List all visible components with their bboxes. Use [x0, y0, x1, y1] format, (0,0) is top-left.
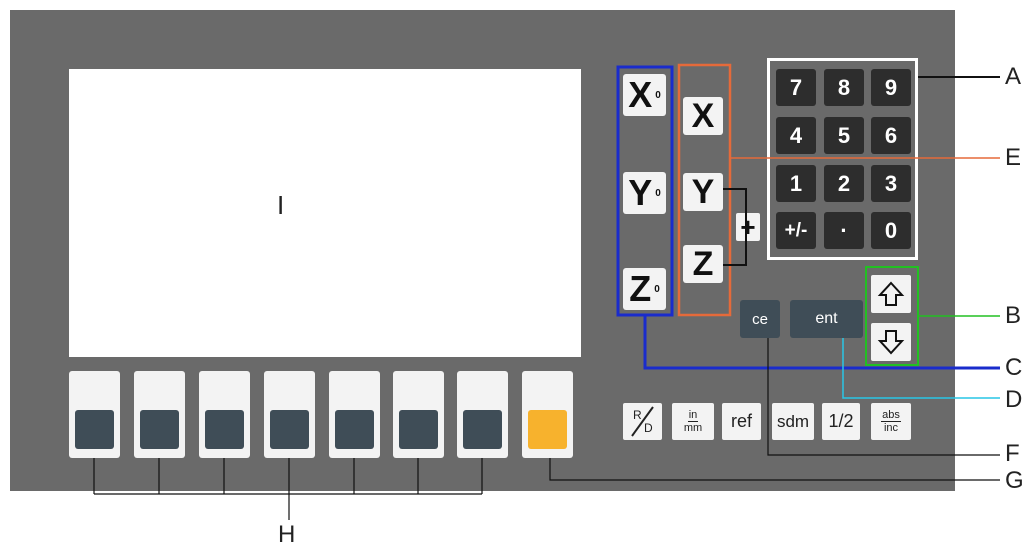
num-key-9[interactable]: 9: [871, 69, 911, 106]
num-key-8[interactable]: 8: [824, 69, 864, 106]
num-key-7[interactable]: 7: [776, 69, 816, 106]
inmm-bottom: mm: [683, 422, 703, 434]
zero-key-axis: Z: [629, 268, 652, 309]
axis-y-button[interactable]: Y: [683, 173, 723, 211]
num-key-1[interactable]: 1: [776, 165, 816, 202]
half-button[interactable]: 1/2: [822, 403, 860, 440]
leader-f: [767, 338, 1000, 456]
leader-c: [643, 315, 1000, 370]
arrow-down-button[interactable]: [871, 323, 911, 361]
soft-key-6[interactable]: [393, 371, 444, 458]
soft-key-5[interactable]: [329, 371, 380, 458]
callout-a: A: [1005, 63, 1022, 90]
soft-key-enter[interactable]: [522, 371, 573, 458]
callout-c: C: [1005, 354, 1023, 381]
abs-inc-button[interactable]: abs inc: [871, 403, 911, 440]
inmm-top: in: [687, 409, 699, 422]
down-arrow-icon: [877, 330, 905, 355]
soft-key-face: [205, 410, 244, 449]
slash-icon: [631, 406, 654, 437]
enter-button[interactable]: ent: [790, 300, 863, 338]
callout-g: G: [1005, 467, 1024, 494]
soft-key-2[interactable]: [134, 371, 185, 458]
soft-key-7[interactable]: [457, 371, 508, 458]
num-key-0[interactable]: 0: [871, 212, 911, 249]
num-key-5[interactable]: 5: [824, 117, 864, 154]
clear-entry-button[interactable]: ce: [740, 300, 780, 338]
sdm-button[interactable]: sdm: [772, 403, 814, 440]
inmm-fraction: in mm: [684, 409, 702, 434]
radius-diameter-button[interactable]: R D: [623, 403, 662, 440]
up-arrow-icon: [877, 281, 905, 306]
soft-key-face: [399, 410, 438, 449]
num-key-6[interactable]: 6: [871, 117, 911, 154]
rd-bottom: D: [644, 421, 653, 435]
soft-key-4[interactable]: [264, 371, 315, 458]
absinc-top: abs: [881, 409, 901, 422]
leader-d: [842, 338, 1000, 399]
axis-z-button[interactable]: Z: [683, 245, 723, 283]
callout-b: B: [1005, 302, 1022, 329]
axis-x-button[interactable]: X: [683, 97, 723, 135]
soft-key-face: [140, 410, 179, 449]
soft-key-3[interactable]: [199, 371, 250, 458]
arrow-keys-frame: [865, 266, 919, 366]
callout-d: D: [1005, 386, 1023, 413]
num-key-plus-minus[interactable]: +/-: [776, 212, 816, 249]
callout-e: E: [1005, 144, 1022, 171]
inch-mm-button[interactable]: in mm: [672, 403, 714, 440]
absinc-bottom: inc: [883, 422, 899, 434]
zero-key-axis: Y: [628, 172, 653, 213]
soft-key-face: [75, 410, 114, 449]
soft-key-1[interactable]: [69, 371, 120, 458]
soft-key-face: [270, 410, 309, 449]
rd-top: R: [633, 408, 642, 422]
soft-key-face: [463, 410, 502, 449]
num-key-decimal[interactable]: ·: [824, 212, 864, 249]
axis-keys-frame: [677, 63, 732, 317]
arrow-up-button[interactable]: [871, 275, 911, 313]
leader-g: [549, 458, 1000, 481]
leader-h: [93, 458, 483, 520]
ref-button[interactable]: ref: [722, 403, 761, 440]
screen-label: I: [277, 190, 285, 220]
callout-f: F: [1005, 440, 1020, 467]
callout-h: H: [278, 521, 296, 548]
zero-keys-frame: [616, 65, 674, 317]
num-key-2[interactable]: 2: [824, 165, 864, 202]
num-key-4[interactable]: 4: [776, 117, 816, 154]
axis-sum-button[interactable]: +: [736, 213, 760, 241]
num-key-3[interactable]: 3: [871, 165, 911, 202]
zero-key-sub: 0: [655, 89, 661, 101]
soft-key-face: [335, 410, 374, 449]
zero-key-sub: 0: [655, 187, 661, 199]
soft-key-face-orange: [528, 410, 567, 449]
display-screen: [69, 69, 581, 357]
rd-symbol: R D: [623, 403, 662, 440]
numeric-keypad: [767, 58, 918, 260]
zero-key-axis: X: [628, 74, 653, 115]
zero-key-sub: 0: [654, 283, 660, 295]
sum-bracket: [723, 188, 747, 266]
absinc-fraction: abs inc: [881, 409, 901, 434]
